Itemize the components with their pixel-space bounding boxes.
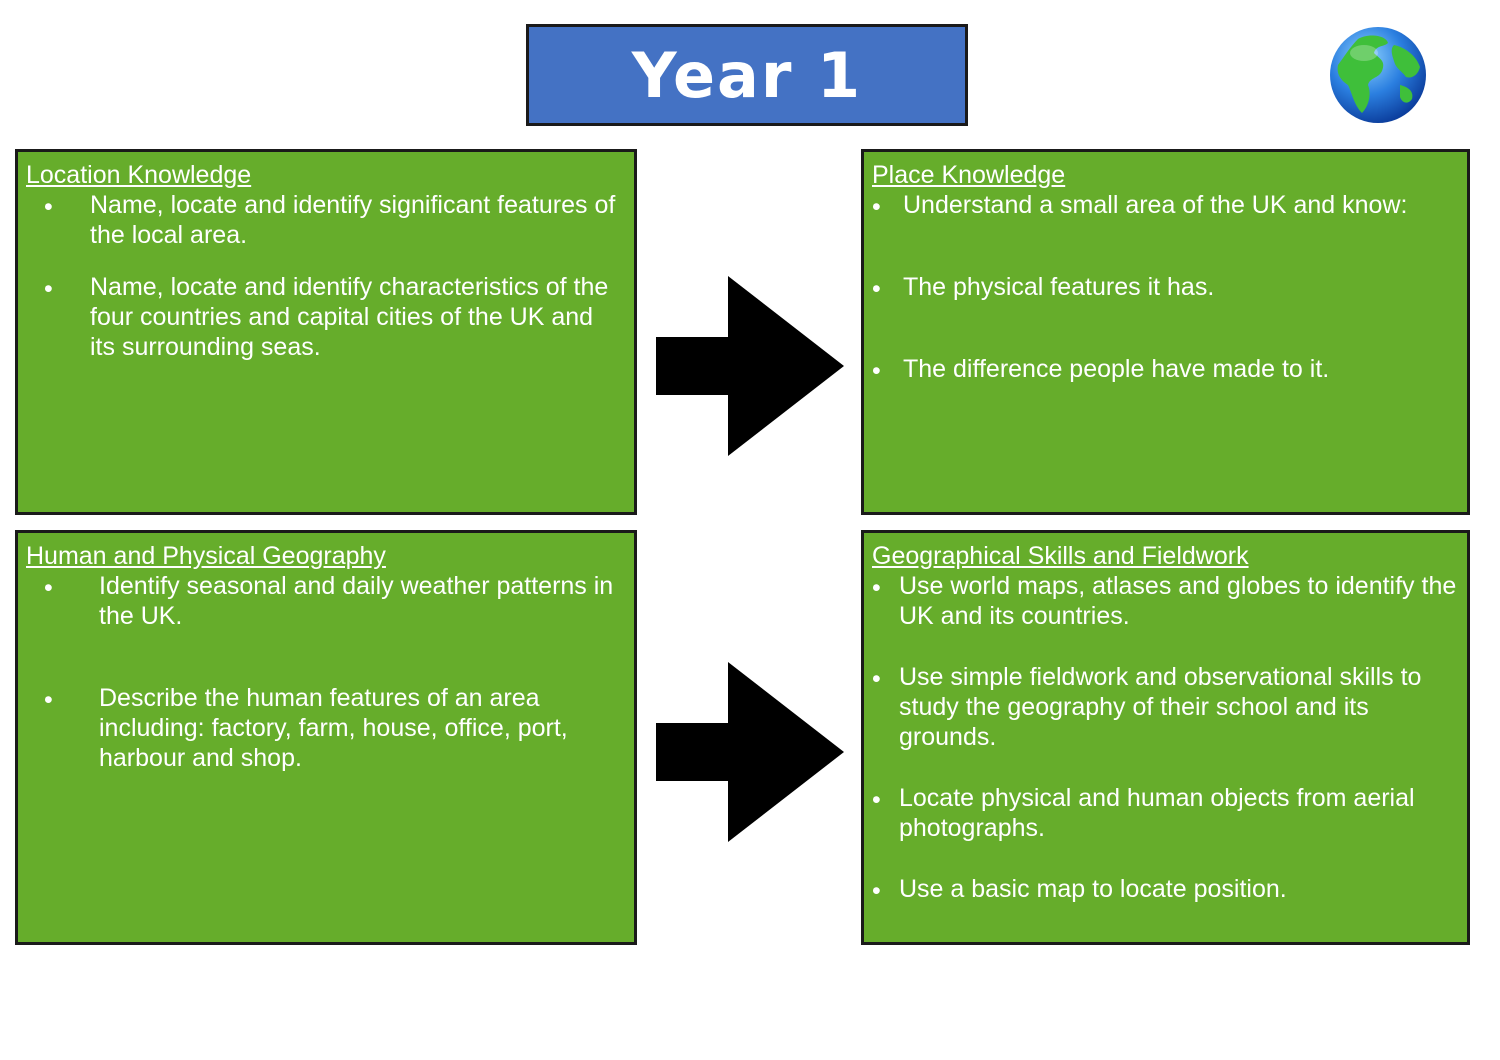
list-item: The difference people have made to it. bbox=[903, 355, 1330, 383]
panel-title: Human and Physical Geography bbox=[26, 542, 386, 570]
bullet-icon: • bbox=[872, 357, 881, 385]
list-item: Use simple fieldwork and observational s… bbox=[899, 663, 1422, 751]
list-item: Name, locate and identify significant fe… bbox=[90, 191, 616, 249]
title-banner: Year 1 bbox=[526, 24, 968, 126]
bullet-icon: • bbox=[44, 275, 53, 303]
bullet-icon: • bbox=[872, 275, 881, 303]
list-item: Understand a small area of the UK and kn… bbox=[903, 191, 1408, 219]
panel-title: Location Knowledge bbox=[26, 161, 252, 189]
bullet-icon: • bbox=[872, 877, 881, 905]
panel-geographical-skills-fieldwork: Geographical Skills and Fieldwork • Use … bbox=[861, 530, 1470, 945]
panel-title: Place Knowledge bbox=[872, 161, 1066, 189]
globe-icon bbox=[1330, 27, 1426, 123]
list-item: Identify seasonal and daily weather patt… bbox=[99, 572, 614, 630]
panel-human-physical-geography: Human and Physical Geography • Identify … bbox=[15, 530, 637, 945]
bullet-icon: • bbox=[44, 574, 53, 602]
bullet-icon: • bbox=[872, 786, 881, 814]
bullet-icon: • bbox=[872, 193, 881, 221]
arrow-right-icon bbox=[656, 662, 844, 842]
page-title: Year 1 bbox=[631, 38, 863, 112]
panel-place-knowledge: Place Knowledge • Understand a small are… bbox=[861, 149, 1470, 515]
arrow-right-icon bbox=[656, 276, 844, 456]
list-item: Describe the human features of an area i… bbox=[99, 684, 568, 772]
bullet-icon: • bbox=[872, 665, 881, 693]
list-item: Name, locate and identify characteristic… bbox=[90, 273, 609, 361]
bullet-icon: • bbox=[44, 686, 53, 714]
list-item: The physical features it has. bbox=[903, 273, 1215, 301]
list-item: Use a basic map to locate position. bbox=[899, 875, 1287, 903]
bullet-icon: • bbox=[872, 574, 881, 602]
panel-title: Geographical Skills and Fieldwork bbox=[872, 542, 1249, 570]
panel-location-knowledge: Location Knowledge • Name, locate and id… bbox=[15, 149, 637, 515]
list-item: Locate physical and human objects from a… bbox=[899, 784, 1415, 842]
bullet-icon: • bbox=[44, 193, 53, 221]
list-item: Use world maps, atlases and globes to id… bbox=[899, 572, 1457, 630]
